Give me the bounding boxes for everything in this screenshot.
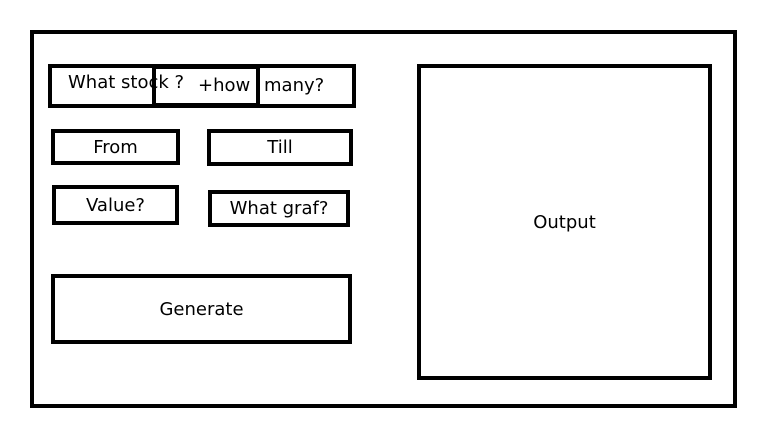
- amount-input[interactable]: [152, 66, 260, 106]
- app-window: [30, 30, 737, 408]
- graph-type-field[interactable]: What graf?: [208, 190, 350, 227]
- many-label: many?: [264, 75, 325, 96]
- stock-label: What stock ?: [68, 72, 185, 93]
- value-label: Value?: [86, 194, 145, 216]
- output-label: Output: [533, 211, 596, 233]
- generate-label: Generate: [159, 298, 244, 320]
- till-field[interactable]: Till: [207, 129, 353, 166]
- from-field[interactable]: From: [51, 129, 180, 165]
- generate-button[interactable]: Generate: [51, 274, 352, 344]
- till-label: Till: [267, 137, 293, 158]
- amount-label: +how: [198, 75, 251, 96]
- from-label: From: [93, 136, 138, 158]
- value-field[interactable]: Value?: [52, 185, 179, 225]
- graph-type-label: What graf?: [229, 198, 329, 219]
- output-panel: Output: [417, 64, 712, 380]
